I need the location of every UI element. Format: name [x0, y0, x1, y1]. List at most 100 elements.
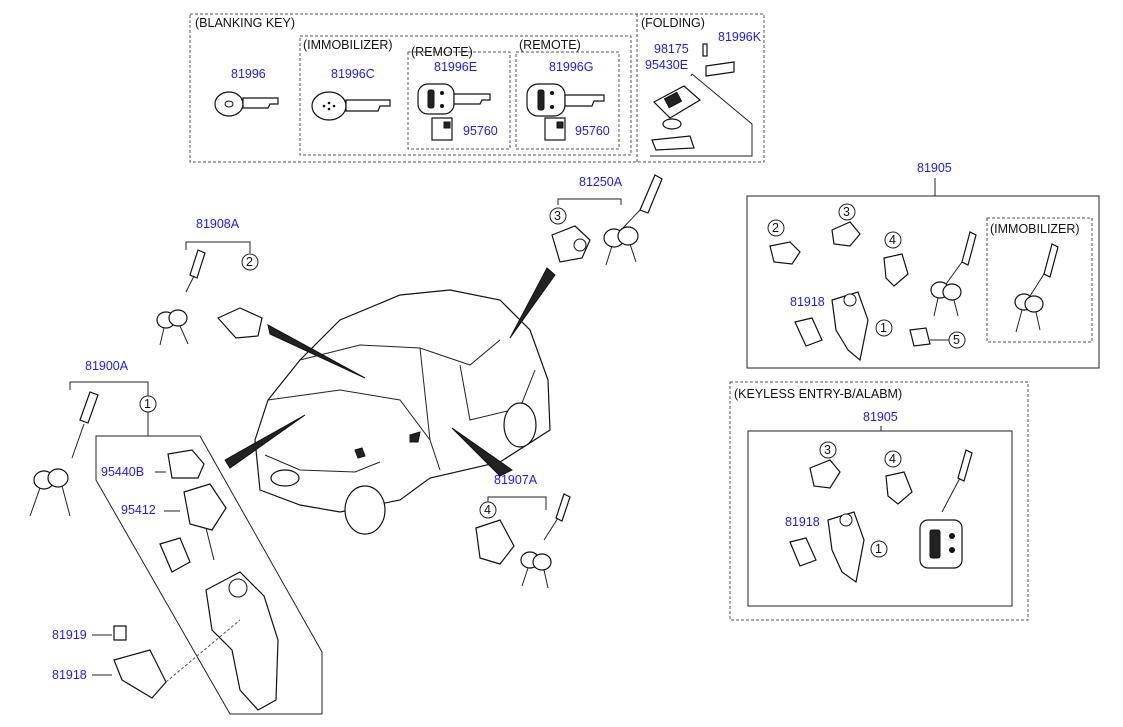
- part-81907A-label[interactable]: 81907A: [494, 473, 538, 487]
- part-95760-label-1[interactable]: 95760: [463, 124, 498, 138]
- callout-4-bottom: [884, 450, 902, 468]
- immobilizer-frame-right: [986, 217, 1093, 343]
- pointer-81250A: [509, 267, 556, 339]
- callout-4-top: [884, 231, 902, 249]
- part-95412-label[interactable]: 95412: [121, 503, 156, 517]
- blanking-key-frame: [189, 13, 765, 163]
- immobilizer-label-right: (IMMOBILIZER): [990, 222, 1080, 236]
- key-pair-icon-81250A: [603, 174, 663, 266]
- callout-3-bottom: [819, 441, 837, 459]
- part-81918-label-right[interactable]: 81918: [790, 295, 825, 309]
- bracket-81900A: [69, 381, 149, 396]
- folding-blade-icon: [705, 61, 735, 77]
- svg-text:5: 5: [953, 333, 960, 347]
- car-illustration: [254, 289, 551, 535]
- blanking-key-label: (BLANKING KEY): [195, 16, 295, 30]
- part-81996E-label[interactable]: 81996E: [434, 60, 477, 74]
- frame-81905-bottom: [747, 430, 1013, 607]
- key-pair-icon-81908A: [156, 249, 206, 346]
- remote-frame-1: [407, 51, 511, 150]
- battery-icon: [662, 118, 682, 130]
- trunk-cylinder-icon-b: [831, 221, 861, 247]
- part-81996K-label[interactable]: 81996K: [718, 30, 762, 44]
- svg-text:4: 4: [889, 233, 896, 247]
- bolt-icon: [113, 625, 127, 641]
- cylinder-icon-5: [909, 327, 931, 347]
- ignition-lock-icon-top: [831, 291, 869, 362]
- folding-label: (FOLDING): [641, 16, 705, 30]
- pointer-81900A: [224, 414, 306, 469]
- svg-text:3: 3: [843, 205, 850, 219]
- part-81918-label-left[interactable]: 81918: [52, 668, 87, 682]
- ignition-lock-icon-bottom: [827, 511, 865, 584]
- callout-3-81250A: [549, 207, 567, 225]
- trunk-cylinder-icon: [551, 225, 591, 263]
- immobilizer-frame: [299, 35, 632, 156]
- part-98175-label[interactable]: 98175: [654, 42, 689, 56]
- door-cylinder-icon-c: [885, 471, 913, 505]
- bezel-icon-top: [794, 317, 823, 347]
- bracket-81250A: [557, 198, 622, 205]
- callout-1-top: [875, 319, 893, 337]
- pointer-81907A: [451, 427, 513, 477]
- svg-text:3: 3: [824, 443, 831, 457]
- svg-text:1: 1: [875, 542, 882, 556]
- key-pair-icon-top: [930, 231, 977, 317]
- transmitter-icon-2: [544, 117, 566, 141]
- part-81905-label-bottom[interactable]: 81905: [863, 410, 898, 424]
- door-cylinder-icon-81907A: [475, 519, 515, 565]
- part-81918-label-bottom[interactable]: 81918: [785, 515, 820, 529]
- part-95760-label-2[interactable]: 95760: [575, 124, 610, 138]
- svg-text:2: 2: [772, 221, 779, 235]
- part-95440B-label[interactable]: 95440B: [101, 465, 144, 479]
- callout-3-top: [838, 203, 856, 221]
- bracket-81908A: [185, 241, 251, 253]
- callout-1-bottom: [870, 540, 888, 558]
- key-pair-icon-immobilizer: [1014, 243, 1059, 333]
- part-95430E-label[interactable]: 95430E: [645, 58, 688, 72]
- immobilizer-label: (IMMOBILIZER): [303, 38, 393, 52]
- part-81900A-label[interactable]: 81900A: [85, 359, 129, 373]
- pointer-81908A: [267, 324, 366, 379]
- keyless-label: (KEYLESS ENTRY-B/ALABM): [734, 387, 902, 401]
- remote-label-2: (REMOTE): [519, 38, 581, 52]
- ignition-lock-icon-81900A: [205, 571, 279, 711]
- door-cylinder-icon-a: [769, 241, 801, 265]
- part-81996C-label[interactable]: 81996C: [331, 67, 375, 81]
- bezel-icon-bottom: [789, 537, 817, 567]
- pin-icon: [702, 43, 708, 57]
- bracket-81907A: [487, 496, 547, 510]
- svg-text:4: 4: [889, 452, 896, 466]
- callout-2-top: [767, 219, 785, 237]
- svg-text:1: 1: [880, 321, 887, 335]
- transmitter-icon-1: [431, 117, 453, 141]
- remote-frame-2: [515, 51, 620, 150]
- immobilizer-module-icon: [159, 483, 227, 573]
- frame-81900A: [95, 435, 323, 715]
- svg-text:1: 1: [144, 397, 151, 411]
- illumination-ring-icon: [167, 449, 205, 479]
- smart-key-icon: [919, 449, 973, 569]
- part-81250A-label[interactable]: 81250A: [579, 175, 623, 189]
- part-81905-label-top[interactable]: 81905: [917, 161, 952, 175]
- door-cylinder-icon-81908A: [217, 307, 263, 339]
- bezel-icon-81900A: [113, 649, 167, 699]
- part-81996G-label[interactable]: 81996G: [549, 60, 593, 74]
- callout-5: [948, 331, 966, 349]
- part-81919-label[interactable]: 81919: [52, 628, 87, 642]
- blank-key-icon: [214, 91, 279, 117]
- key-pair-icon-81900A: [29, 391, 99, 517]
- folding-bracket: [650, 73, 753, 157]
- part-81996-label[interactable]: 81996: [231, 67, 266, 81]
- remote-key-icon-1: [417, 83, 491, 115]
- part-81908A-label[interactable]: 81908A: [196, 217, 240, 231]
- svg-text:4: 4: [484, 503, 491, 517]
- callout-2-81908A: [241, 253, 259, 271]
- remote-label-1: (REMOTE): [411, 45, 473, 59]
- svg-text:2: 2: [246, 255, 253, 269]
- keyless-frame: [729, 381, 1029, 621]
- remote-key-icon-2: [526, 83, 605, 117]
- folding-remote-icon: [653, 85, 702, 119]
- key-pair-icon-81907A: [520, 493, 571, 589]
